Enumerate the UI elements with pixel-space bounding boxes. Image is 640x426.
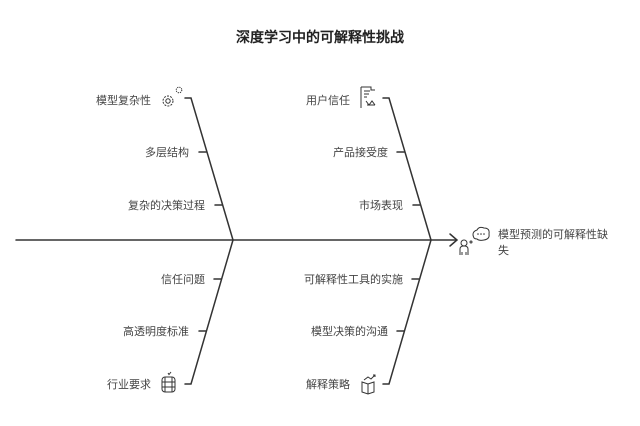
cause-label: 可解释性工具的实施 bbox=[304, 272, 403, 286]
cause-label: 复杂的决策过程 bbox=[128, 198, 205, 212]
branch-label-model-complexity: 模型复杂性 bbox=[96, 93, 151, 107]
certificate-icon bbox=[360, 86, 376, 108]
branch-label-industry-requirements: 行业要求 bbox=[107, 378, 151, 391]
cause-label: 模型决策的沟通 bbox=[311, 324, 388, 338]
bone-user-trust bbox=[382, 97, 432, 241]
database-icon bbox=[161, 371, 176, 393]
bone-model-complexity bbox=[184, 97, 234, 241]
bone-explanation-strategy bbox=[382, 239, 432, 385]
cause-label: 信任问题 bbox=[161, 273, 205, 286]
branch-label-user-trust: 用户信任 bbox=[306, 93, 350, 107]
diagram-title: 深度学习中的可解释性挑战 bbox=[236, 29, 404, 46]
gear-icon bbox=[162, 86, 183, 107]
bone-industry-requirements bbox=[184, 239, 234, 385]
book-chart-icon bbox=[361, 374, 376, 395]
cause-label: 多层结构 bbox=[145, 145, 189, 159]
cause-label: 产品接受度 bbox=[333, 145, 388, 159]
effect-label-line1: 模型预测的可解释性缺 bbox=[498, 227, 608, 241]
cause-label: 市场表现 bbox=[359, 198, 403, 212]
branch-label-explanation-strategy: 解释策略 bbox=[306, 377, 350, 391]
person-thinking-icon bbox=[459, 226, 490, 255]
effect-label-line2: 失 bbox=[498, 244, 509, 257]
spine-arrowhead bbox=[449, 233, 459, 247]
cause-label: 高透明度标准 bbox=[123, 324, 189, 338]
